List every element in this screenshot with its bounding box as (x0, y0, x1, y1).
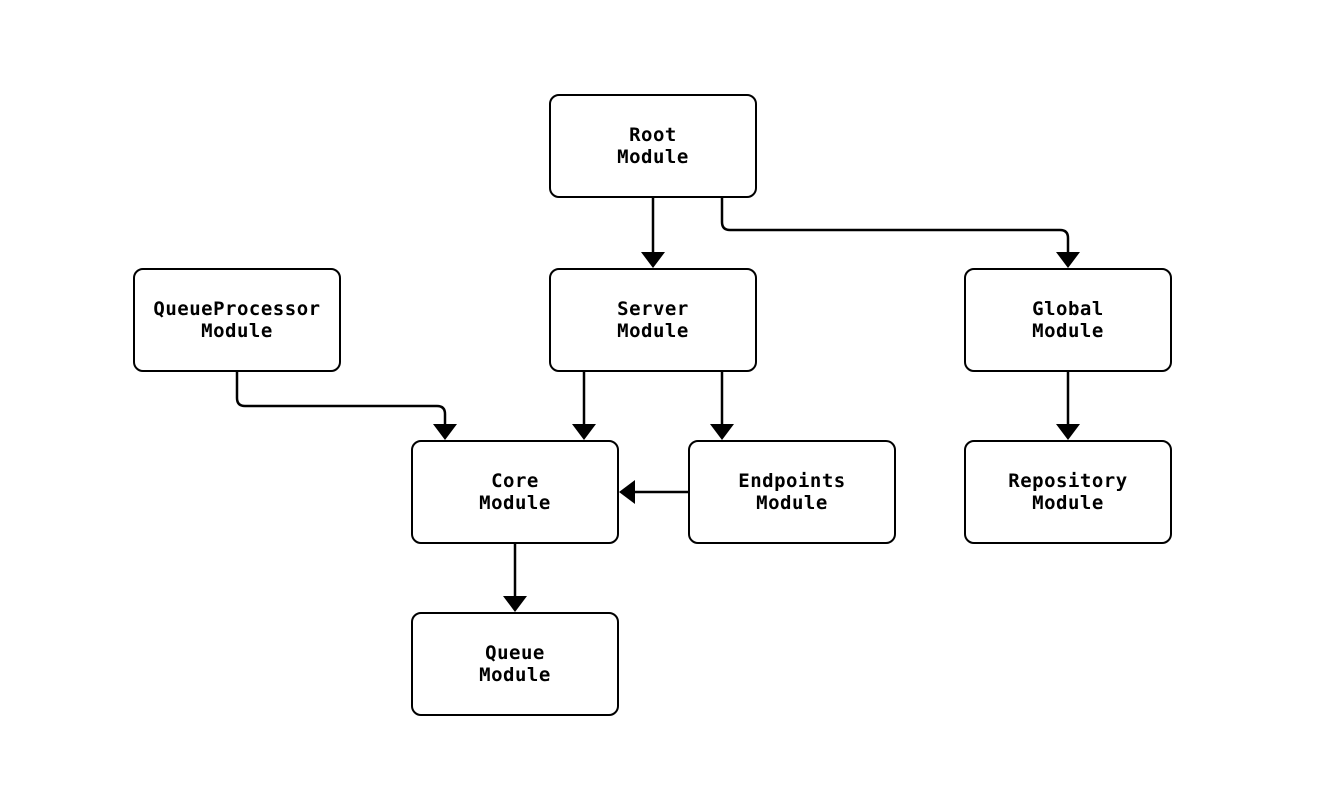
node-label-line: Server (617, 298, 689, 320)
node-label-line: Queue (485, 642, 545, 664)
edge-queueprocessor-core (235, 372, 457, 440)
node-label-line: Root (629, 124, 677, 146)
node-label-line: Module (1032, 492, 1104, 514)
node-label-line: Module (1032, 320, 1104, 342)
node-label-line: Module (479, 492, 551, 514)
node-label-line: Module (617, 320, 689, 342)
node-label-line: Global (1032, 298, 1104, 320)
node-label-line: Module (479, 664, 551, 686)
edge-group (235, 198, 1080, 612)
edge-root-global (720, 198, 1080, 268)
node-label-line: Repository (1008, 470, 1128, 492)
node-label-line: Module (756, 492, 828, 514)
node-label-line: Core (491, 470, 539, 492)
node-label-line: QueueProcessor (153, 298, 321, 320)
node-label-line: Endpoints (738, 470, 846, 492)
node-label-line: Module (201, 320, 273, 342)
node-label-line: Module (617, 146, 689, 168)
